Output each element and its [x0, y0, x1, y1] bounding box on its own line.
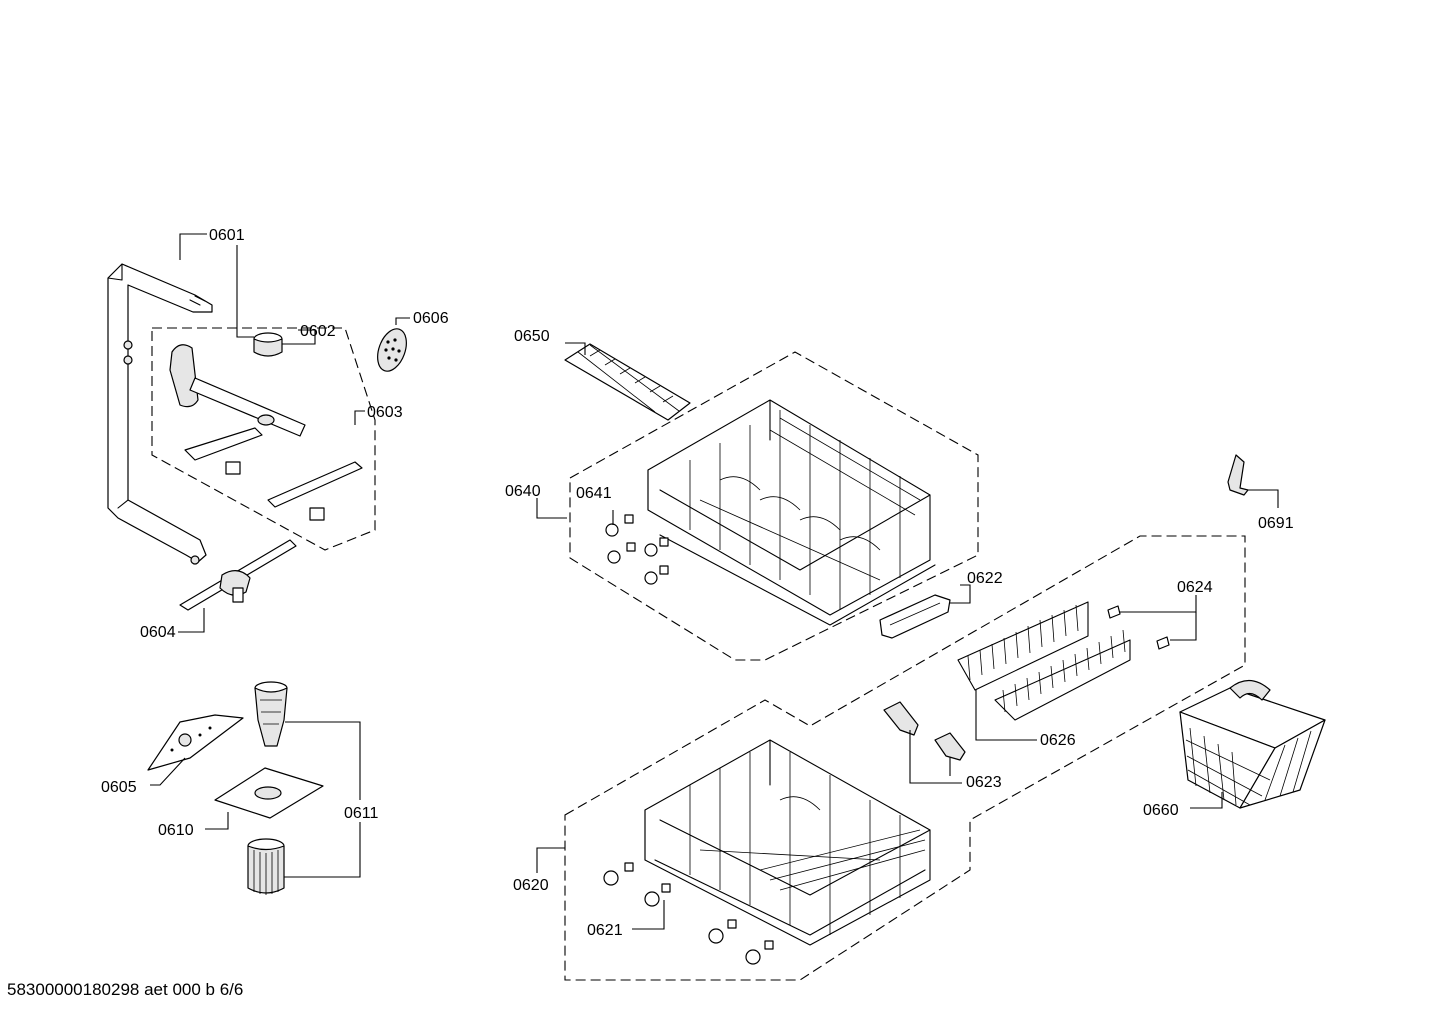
upper-spray-arm-assembly-part	[169, 344, 363, 521]
upper-basket-part	[647, 399, 936, 626]
filter-plate-part	[147, 714, 244, 771]
cutlery-basket-part	[1179, 679, 1326, 809]
lower-basket-rollers-part	[603, 862, 774, 965]
label-0605: 0605	[101, 779, 137, 796]
micro-filter-part	[254, 681, 288, 747]
label-0640: 0640	[505, 483, 541, 500]
label-0601: 0601	[209, 227, 245, 244]
filter-disc-part	[377, 328, 407, 372]
label-0604: 0604	[140, 624, 176, 641]
part-labels: 0601 0602 0603 0604 0605 0606 0610 0611 …	[101, 227, 1294, 939]
clip-part	[1227, 454, 1249, 496]
label-0602: 0602	[300, 323, 336, 340]
label-0691: 0691	[1258, 515, 1294, 532]
riser-pipe-part	[107, 263, 213, 565]
label-0641: 0641	[576, 485, 612, 502]
lower-spray-arm-part	[179, 539, 297, 611]
fine-filter-cylinder-part	[247, 838, 285, 895]
lower-basket-group-outline	[564, 535, 1246, 981]
label-0611: 0611	[344, 805, 379, 822]
spray-arm-group-outline	[151, 327, 376, 551]
rack-clips-part	[1107, 605, 1170, 650]
folding-tines-part	[957, 601, 1131, 721]
label-0603: 0603	[367, 404, 403, 421]
upper-basket-group-outline	[569, 351, 979, 661]
label-0621: 0621	[587, 922, 623, 939]
label-0623: 0623	[966, 774, 1002, 791]
label-0660: 0660	[1143, 802, 1179, 819]
label-0624: 0624	[1177, 579, 1213, 596]
label-0606: 0606	[413, 310, 449, 327]
leader-lines	[150, 233, 1279, 930]
label-0610: 0610	[158, 822, 194, 839]
upper-basket-rollers-part	[605, 514, 669, 585]
basket-holders-part	[883, 701, 966, 761]
cutlery-rack-part	[564, 343, 691, 421]
nut-part	[253, 332, 283, 357]
label-0622: 0622	[967, 570, 1003, 587]
label-0626: 0626	[1040, 732, 1076, 749]
basket-handle-part	[879, 594, 951, 639]
document-code: 58300000180298 aet 000 b 6/6	[7, 980, 244, 999]
label-0650: 0650	[514, 328, 550, 345]
flat-filter-part	[214, 767, 324, 819]
lower-basket-part	[644, 739, 931, 946]
label-0620: 0620	[513, 877, 549, 894]
